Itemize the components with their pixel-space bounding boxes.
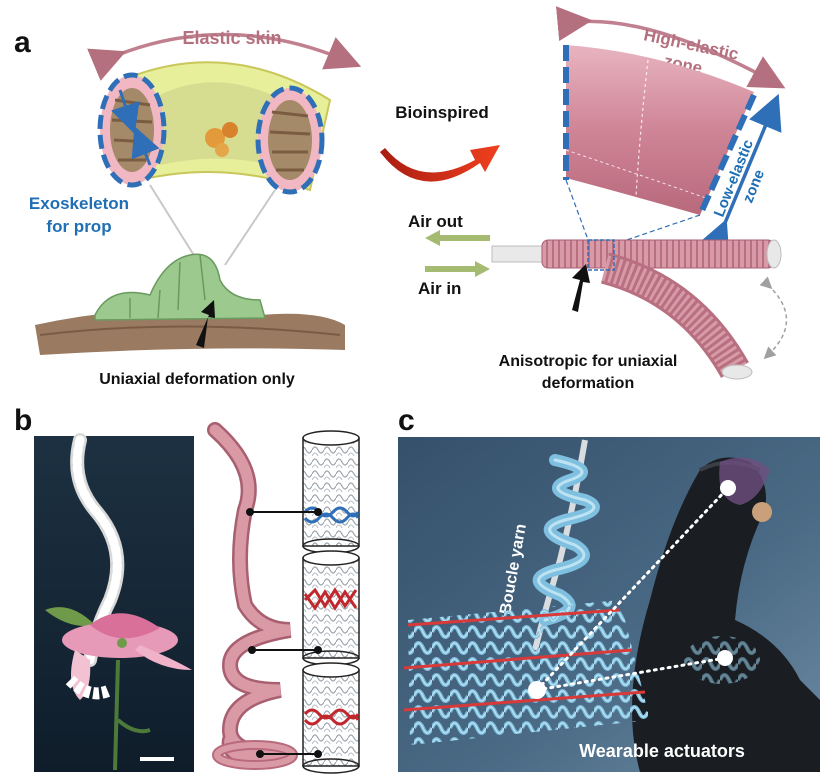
air-out-label: Air out [408,212,463,231]
bioinspired-label: Bioinspired [395,103,489,122]
black-arrow-left [196,300,215,348]
panel-c: c Boucle yarn [398,404,820,772]
actuator-tube-illustration [491,239,782,380]
bend-direction-arrow [759,276,788,360]
knit-cylinder-top [302,430,360,554]
scale-bar [140,757,174,761]
projection-line-left [149,184,201,266]
air-in-label: Air in [418,279,461,298]
panel-a: a Elastic skin Exoskeleton for prop [14,6,788,392]
panel-b: b [14,404,360,774]
exoskeleton-label-line2: for prop [46,217,111,236]
exoskeleton-label-line1: Exoskeleton [29,194,129,213]
knitted-fabric-illustration [403,600,650,745]
uniaxial-caption: Uniaxial deformation only [99,371,295,388]
knit-cylinder-middle [302,550,360,666]
air-out-arrow [425,230,490,246]
knit-cylinder-bottom [302,662,360,774]
connector-lines [246,508,322,758]
panel-a-letter: a [14,26,31,59]
low-elastic-arrow [697,93,782,258]
caterpillar-on-branch-illustration [35,253,345,355]
elastic-skin-arrow [87,32,362,81]
elastic-skin-label: Elastic skin [182,28,281,48]
spiral-actuator-illustration [207,422,298,770]
zoom-line-left [565,179,591,246]
air-in-arrow [425,261,490,277]
panel-b-letter: b [14,404,32,437]
panel-c-letter: c [398,404,415,437]
high-elastic-arrow [555,6,786,89]
projection-line-right [224,189,276,266]
bioinspired-arrow [380,145,500,182]
anisotropic-label-line2: deformation [542,375,634,392]
lily-photo [34,433,194,772]
actuator-leader-lines [528,480,736,699]
anisotropic-label-line1: Anisotropic for uniaxial [499,353,678,370]
caterpillar-segment-illustration [97,61,332,195]
black-arrow-right [572,264,590,312]
wearable-actuators-label: Wearable actuators [579,741,745,761]
